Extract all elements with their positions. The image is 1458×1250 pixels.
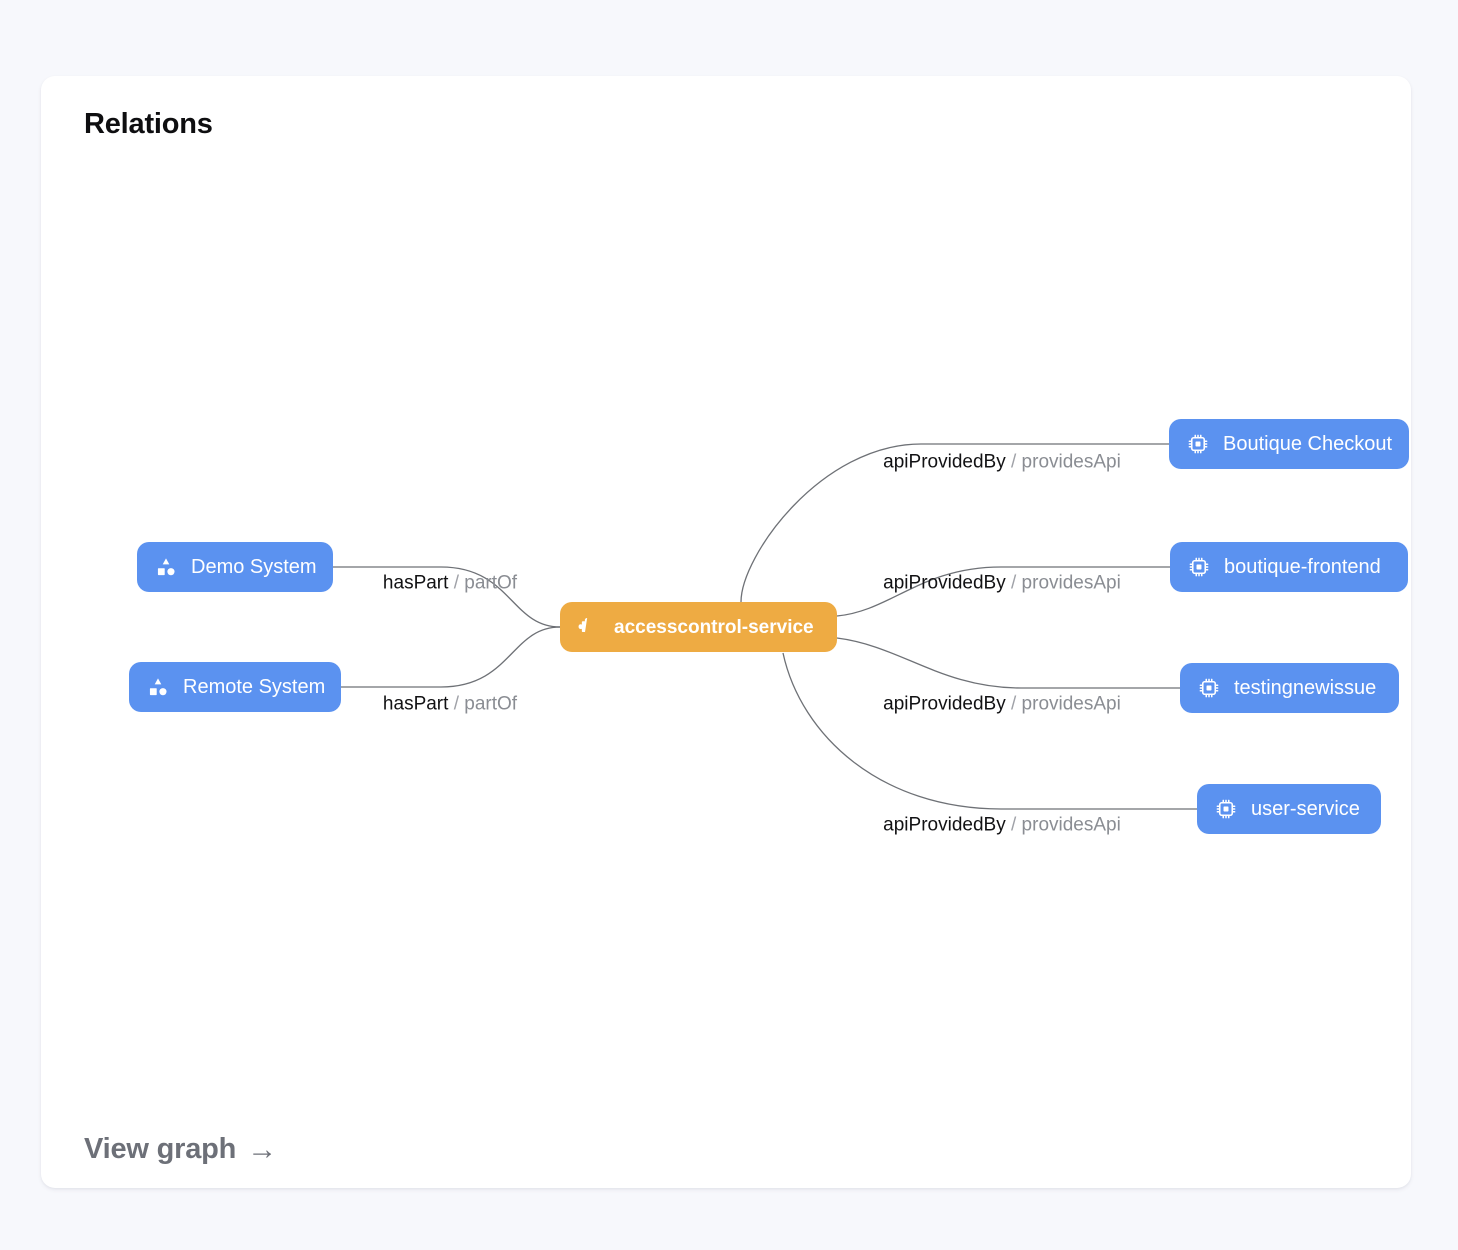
graph-node-label: Boutique Checkout [1223,433,1393,455]
edge-label-reverse: providesApi [1021,693,1121,715]
graph-node-testingnewissue[interactable]: testingnewissue [1180,663,1399,713]
edge-label-separator: / [1010,451,1017,473]
graph-edge-label-edge-demo-system: hasPart / partOf [383,574,517,593]
edge-label-separator: / [1010,693,1017,715]
shapes-icon [147,676,169,698]
graph-node-user-service[interactable]: user-service [1197,784,1381,834]
graph-node-remote-system[interactable]: Remote System [129,662,341,712]
graph-edge-edge-demo-system [333,566,561,628]
graph-node-boutique-checkout[interactable]: Boutique Checkout [1169,419,1409,469]
graph-node-accesscontrol-service[interactable]: accesscontrol-service [560,602,837,652]
edge-label-reverse: providesApi [1021,814,1121,836]
edge-label-forward: apiProvidedBy [883,572,1006,594]
graph-node-demo-system[interactable]: Demo System [137,542,333,592]
puzzle-piece-icon [578,616,600,638]
graph-node-label: Remote System [183,676,326,698]
edge-label-separator: / [453,693,459,715]
shapes-icon [155,556,177,578]
chip-icon [1188,556,1210,578]
page-title: Relations [84,108,213,140]
graph-edge-label-edge-user-service: apiProvidedBy / providesApi [883,816,1121,835]
graph-node-label: Demo System [191,556,317,578]
graph-edge-edge-user-service [782,652,1197,810]
graph-edge-edge-boutique-frontend [836,566,1170,617]
arrow-right-icon: → [247,1132,277,1166]
edge-label-forward: apiProvidedBy [883,693,1006,715]
graph-edges-layer [333,443,1197,810]
edge-label-separator: / [1010,814,1017,836]
graph-edge-label-edge-boutique-frontend: apiProvidedBy / providesApi [883,574,1121,593]
edge-label-reverse: providesApi [1021,572,1121,594]
graph-edge-edge-remote-system [341,626,561,688]
graph-node-label: testingnewissue [1234,677,1377,699]
chip-icon [1198,677,1220,699]
edge-label-reverse: partOf [464,693,518,715]
graph-node-label: accesscontrol-service [614,616,814,638]
edge-label-separator: / [453,572,459,594]
edge-label-forward: apiProvidedBy [883,814,1006,836]
graph-edge-edge-testingnewissue [836,637,1180,689]
chip-icon [1215,798,1237,820]
edge-label-forward: apiProvidedBy [883,451,1006,473]
graph-edge-label-edge-boutique-checkout: apiProvidedBy / providesApi [883,453,1121,472]
edge-label-reverse: providesApi [1021,451,1121,473]
graph-edge-label-edge-testingnewissue: apiProvidedBy / providesApi [883,695,1121,714]
edge-label-reverse: partOf [464,572,518,594]
edge-label-forward: hasPart [382,572,449,594]
graph-edge-label-edge-remote-system: hasPart / partOf [383,695,517,714]
graph-edge-edge-boutique-checkout [740,443,1169,603]
chip-icon [1187,433,1209,455]
edge-label-forward: hasPart [382,693,449,715]
view-graph-label: View graph [84,1133,237,1165]
edge-label-separator: / [1010,572,1017,594]
graph-node-label: user-service [1251,798,1360,820]
graph-node-label: boutique-frontend [1224,556,1381,578]
graph-node-boutique-frontend[interactable]: boutique-frontend [1170,542,1408,592]
view-graph-link[interactable]: View graph → [84,1133,277,1166]
